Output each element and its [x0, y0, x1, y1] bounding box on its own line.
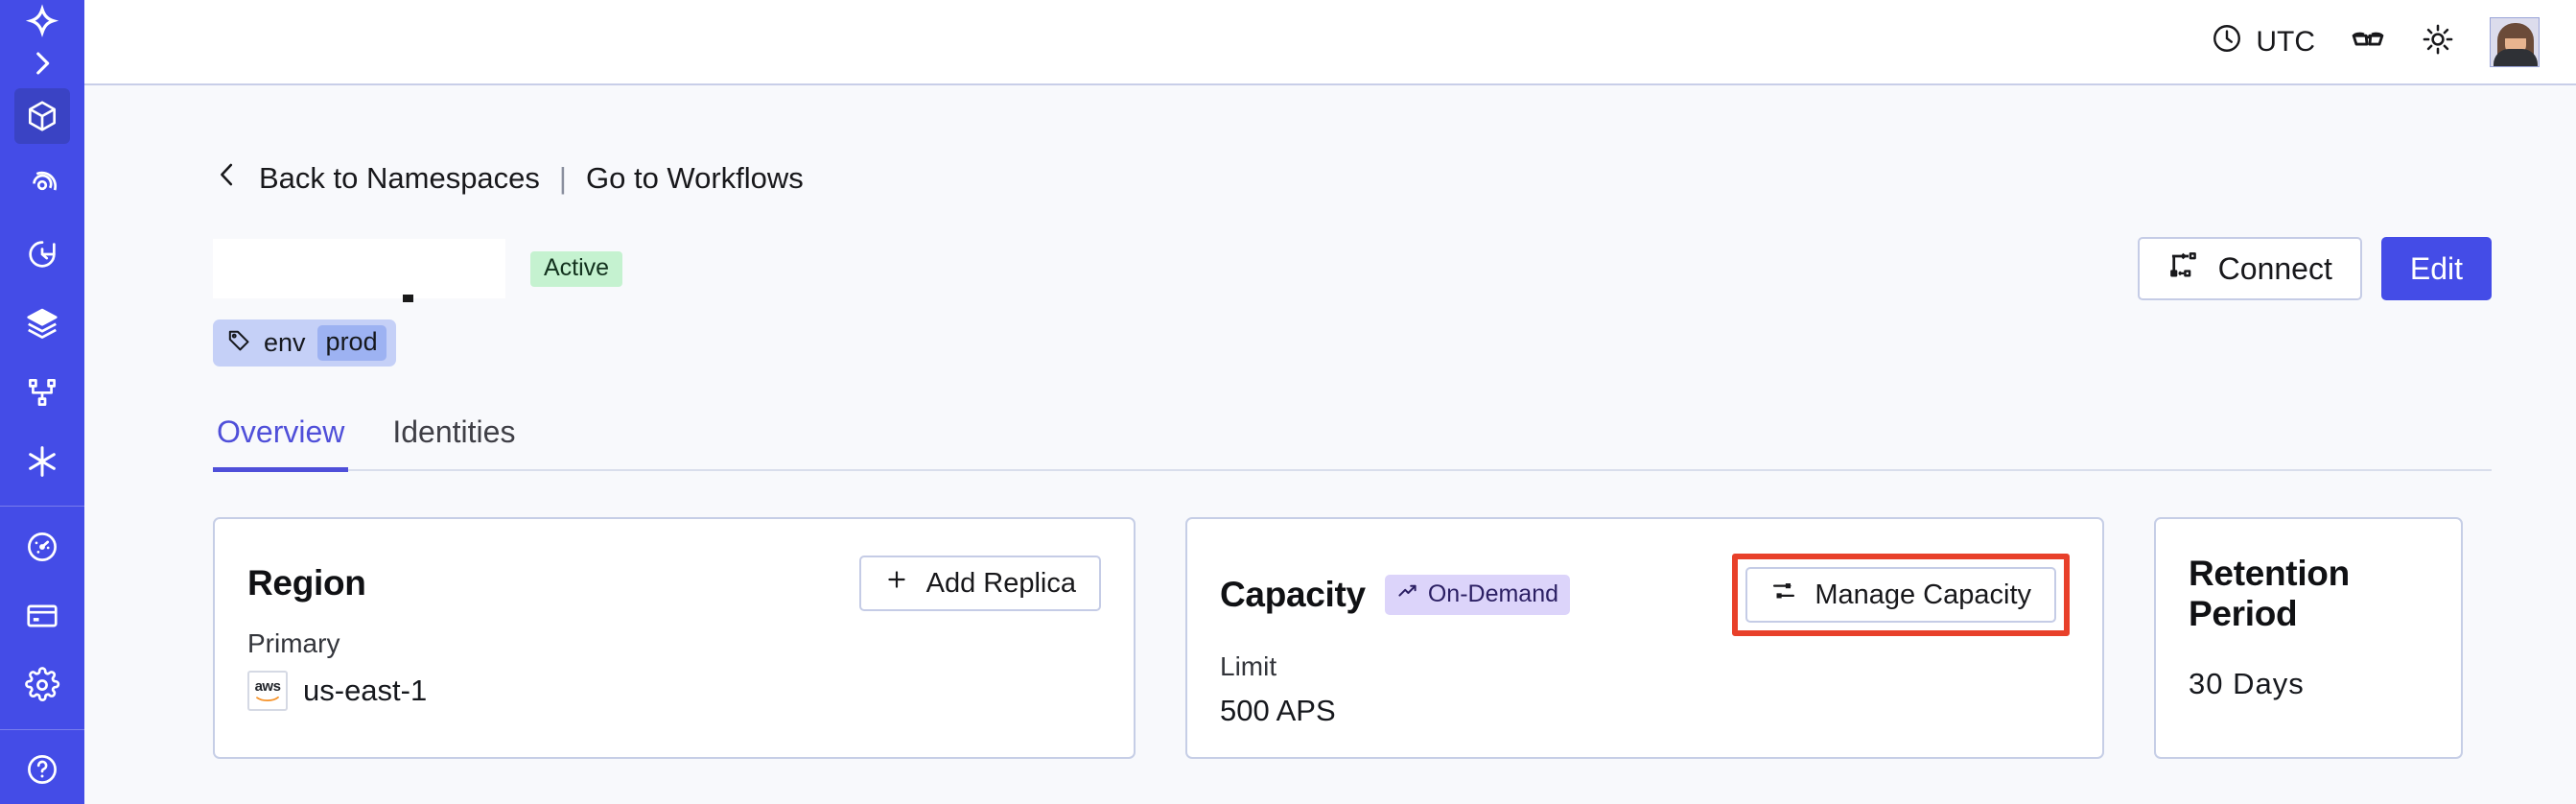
sliders-icon	[1770, 578, 1797, 612]
theme-toggle-button[interactable]	[2421, 22, 2455, 61]
tag-env[interactable]: env prod	[213, 319, 396, 367]
capacity-card-header: Capacity On-Demand	[1220, 554, 2070, 636]
glasses-button[interactable]	[2350, 21, 2386, 62]
tag-icon	[226, 327, 252, 360]
tab-identities[interactable]: Identities	[392, 414, 516, 449]
status-badge: Active	[530, 250, 623, 287]
cube-icon	[24, 98, 60, 134]
region-card: Region Add Replica Pr	[213, 517, 1136, 759]
top-bar-actions: UTC	[2211, 16, 2540, 67]
region-card-header: Region Add Replica	[247, 554, 1101, 613]
sidebar-item-support[interactable]	[14, 742, 70, 797]
avatar[interactable]	[2490, 16, 2540, 67]
gear-icon	[24, 666, 60, 703]
region-sublabel: Primary	[247, 628, 340, 658]
timezone-selector[interactable]: UTC	[2211, 22, 2315, 62]
timezone-label: UTC	[2256, 25, 2315, 58]
tab-overview[interactable]: Overview	[213, 414, 349, 472]
layers-icon	[24, 305, 60, 342]
retention-card-title: Retention Period	[2189, 554, 2350, 633]
on-demand-badge: On-Demand	[1384, 575, 1571, 615]
edit-button[interactable]: Edit	[2380, 237, 2492, 300]
eye-spiral-icon	[24, 167, 60, 203]
aws-wordmark: aws	[254, 677, 281, 695]
capacity-card-title: Capacity	[1220, 575, 1366, 614]
sidebar	[0, 0, 84, 804]
connect-button[interactable]: Connect	[2137, 237, 2362, 300]
avatar-fringe	[2499, 24, 2532, 38]
retention-card-header: Retention Period	[2189, 554, 2428, 634]
add-replica-button[interactable]: Add Replica	[858, 556, 1101, 611]
namespace-tags: env prod	[213, 319, 2492, 367]
sidebar-secondary-group	[0, 512, 84, 720]
on-demand-badge-label: On-Demand	[1427, 580, 1559, 607]
manage-capacity-label: Manage Capacity	[1815, 579, 2031, 610]
sidebar-item-batch-operations[interactable]	[14, 296, 70, 351]
gauge-icon	[24, 529, 60, 565]
temporal-logo-icon[interactable]	[0, 0, 84, 44]
page-content: Back to Namespaces | Go to Workflows Act…	[84, 85, 2576, 804]
avatar-body	[2494, 48, 2538, 66]
namespace-tabs: Overview Identities	[213, 414, 2492, 472]
page-title	[213, 239, 505, 302]
capacity-title-group: Capacity On-Demand	[1220, 575, 1571, 615]
plus-icon	[884, 567, 909, 600]
namespace-actions: Connect Edit	[2137, 237, 2492, 300]
top-bar: UTC	[84, 0, 2576, 85]
clock-arrow-icon	[24, 236, 60, 272]
sidebar-item-billing[interactable]	[14, 588, 70, 644]
glasses-icon	[2350, 21, 2386, 62]
breadcrumb: Back to Namespaces | Go to Workflows	[213, 160, 804, 197]
asterisk-icon	[23, 442, 61, 481]
region-title-group: Region	[247, 563, 366, 603]
capacity-sublabel: Limit	[1220, 651, 1277, 681]
manage-capacity-button[interactable]: Manage Capacity	[1745, 567, 2056, 623]
connect-flow-icon	[2167, 249, 2199, 289]
connect-button-label: Connect	[2217, 250, 2332, 286]
chevron-right-icon	[26, 47, 59, 80]
namespace-title-group: Active	[213, 239, 623, 302]
tag-value: prod	[316, 325, 386, 361]
add-replica-label: Add Replica	[925, 567, 1076, 599]
overview-cards: Region Add Replica Pr	[213, 517, 2492, 759]
git-branch-icon	[25, 375, 59, 410]
clock-icon	[2211, 22, 2243, 62]
region-value-row: aws us-east-1	[247, 671, 1101, 711]
chevron-left-icon[interactable]	[213, 160, 242, 197]
capacity-card: Capacity On-Demand	[1185, 517, 2104, 759]
sidebar-item-nexus[interactable]	[14, 434, 70, 489]
sidebar-footer-group	[0, 735, 84, 804]
sidebar-item-observability[interactable]	[14, 157, 70, 213]
retention-card: Retention Period 30 Days	[2154, 517, 2463, 759]
breadcrumb-separator: |	[558, 161, 567, 195]
region-value: us-east-1	[303, 674, 428, 707]
sidebar-item-settings[interactable]	[14, 657, 70, 713]
sidebar-item-schedules[interactable]	[14, 226, 70, 282]
namespace-header-row: Active	[213, 237, 2492, 302]
breadcrumb-workflows-link[interactable]: Go to Workflows	[585, 161, 804, 195]
manage-capacity-highlight: Manage Capacity	[1732, 554, 2070, 636]
aws-logo-icon: aws	[247, 671, 288, 711]
capacity-value: 500 APS	[1220, 694, 1336, 727]
trend-up-icon	[1396, 579, 1419, 609]
content-inner: Back to Namespaces | Go to Workflows Act…	[84, 160, 2576, 759]
retention-value: 30 Days	[2189, 667, 2305, 700]
breadcrumb-back-link[interactable]: Back to Namespaces	[259, 161, 540, 195]
sidebar-expand-button[interactable]	[0, 44, 84, 82]
sidebar-item-namespaces[interactable]	[14, 88, 70, 145]
help-circle-icon	[24, 751, 60, 788]
sidebar-item-workflows[interactable]	[14, 365, 70, 420]
tag-key: env	[264, 328, 306, 357]
sidebar-item-usage[interactable]	[14, 519, 70, 575]
main-column: UTC	[84, 0, 2576, 804]
sidebar-primary-group	[0, 82, 84, 496]
sun-icon	[2421, 22, 2455, 61]
temporal-logo-glyph	[20, 0, 64, 44]
region-card-title: Region	[247, 563, 366, 603]
credit-card-icon	[24, 598, 60, 634]
